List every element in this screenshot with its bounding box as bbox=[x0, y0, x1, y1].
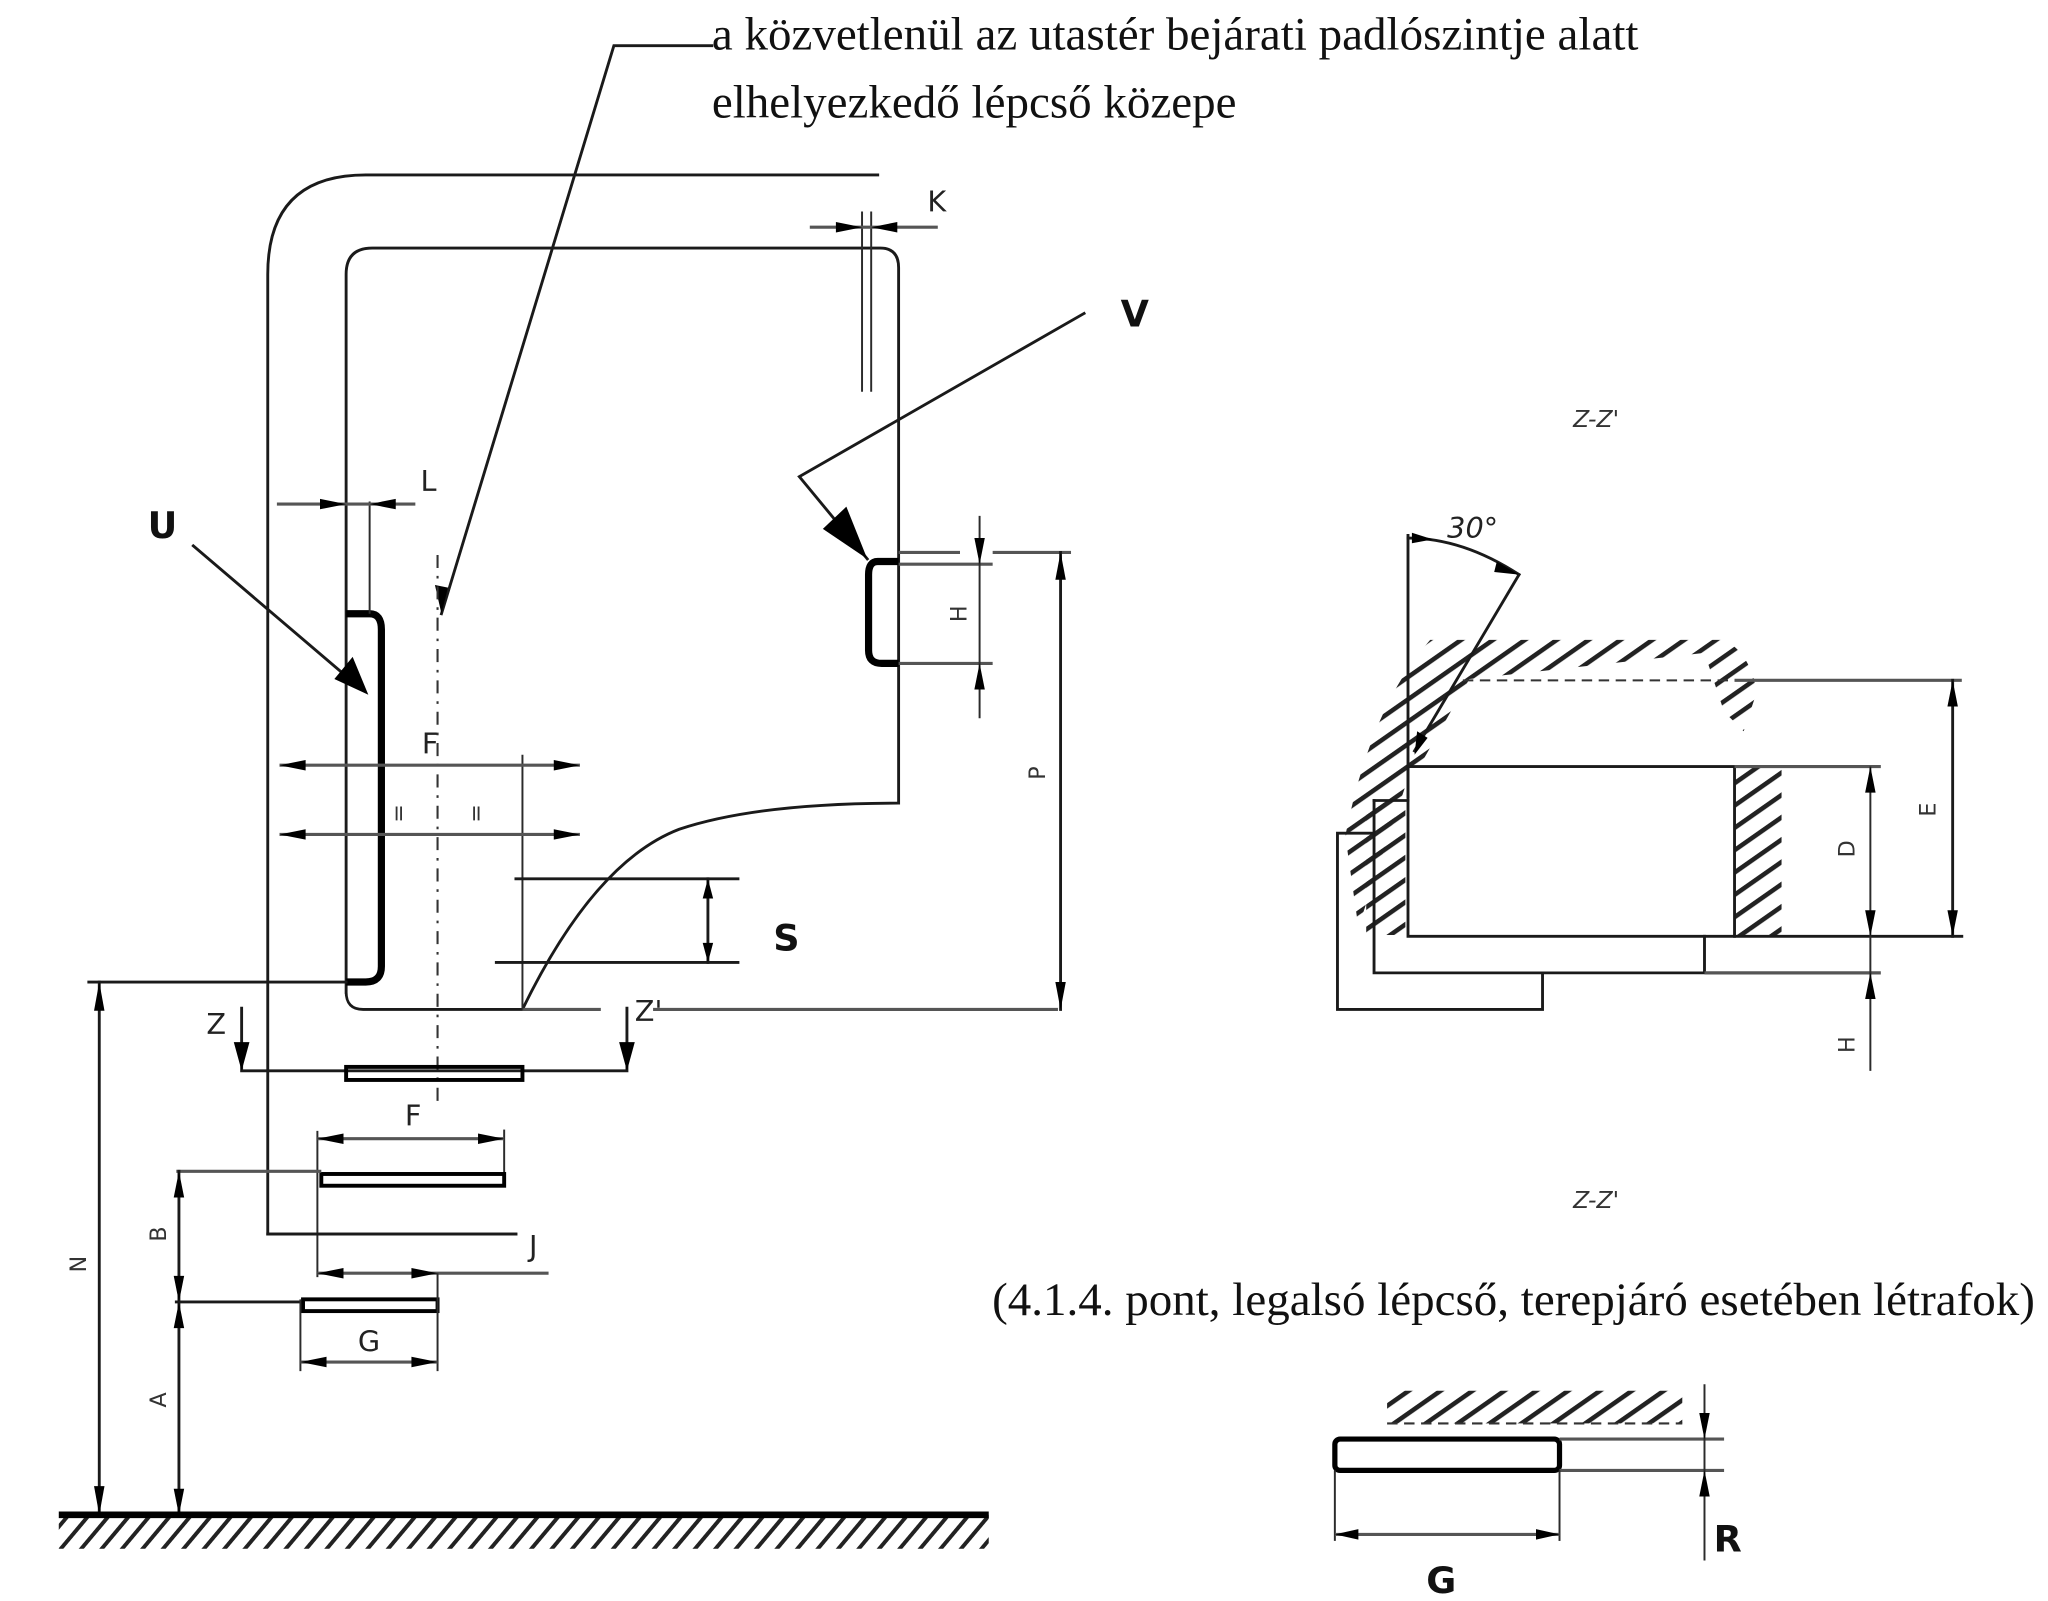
label-N: N bbox=[66, 1256, 92, 1273]
label-U: U bbox=[148, 504, 178, 547]
label-L: L bbox=[421, 464, 437, 498]
angle-label: 30° bbox=[1447, 511, 1498, 545]
label-G-side: G bbox=[358, 1325, 380, 1359]
label-Z-prime: Z' bbox=[635, 994, 663, 1028]
step-top bbox=[344, 1064, 525, 1082]
label-J: J bbox=[527, 1229, 537, 1263]
label-D: D bbox=[1835, 840, 1861, 857]
label-B: B bbox=[146, 1226, 172, 1241]
label-H-section: H bbox=[1835, 1036, 1861, 1053]
step-middle bbox=[319, 1172, 507, 1188]
dimension-L bbox=[276, 498, 416, 614]
equal-mark-left: = bbox=[386, 804, 412, 823]
label-S: S bbox=[773, 917, 799, 960]
dimension-F-upper bbox=[279, 754, 580, 1010]
handrail-V bbox=[797, 311, 1087, 667]
vehicle-body-outline bbox=[266, 173, 1058, 1236]
annotation-leader bbox=[434, 44, 714, 616]
dimension-N bbox=[87, 980, 348, 1517]
handrail-U bbox=[191, 543, 385, 986]
dimension-J bbox=[266, 1232, 549, 1279]
label-P: P bbox=[1025, 766, 1051, 779]
dimension-H-side bbox=[898, 515, 993, 719]
dimension-F-lower bbox=[316, 1129, 506, 1278]
label-Z: Z bbox=[206, 1007, 226, 1041]
dimension-S bbox=[494, 877, 740, 964]
annotation-line-2: elhelyezkedő lépcső közepe bbox=[712, 77, 1237, 129]
label-H-side: H bbox=[947, 605, 973, 622]
label-V: V bbox=[1121, 292, 1150, 335]
section-line-Z bbox=[233, 1006, 635, 1073]
step-lowest bbox=[301, 1297, 440, 1314]
ground bbox=[58, 1511, 989, 1549]
dimension-P bbox=[992, 550, 1072, 1011]
section-view-upper bbox=[1336, 532, 1964, 1071]
dimension-B-A bbox=[173, 1169, 185, 1517]
label-R: R bbox=[1714, 1517, 1742, 1560]
label-E: E bbox=[1916, 803, 1942, 817]
section-view-lower bbox=[1332, 1384, 1725, 1561]
caption: (4.1.4. pont, legalsó lépcső, terepjáró … bbox=[992, 1274, 2035, 1326]
label-A: A bbox=[146, 1392, 172, 1407]
label-K: K bbox=[927, 185, 947, 219]
annotation-line-1: a közvetlenül az utastér bejárati padlós… bbox=[712, 9, 1639, 61]
section-label-lower: Z-Z' bbox=[1572, 1186, 1619, 1214]
section-label-upper: Z-Z' bbox=[1572, 405, 1619, 433]
label-F-lower: F bbox=[405, 1099, 422, 1133]
dimension-K bbox=[809, 211, 938, 392]
label-F-upper: F bbox=[422, 726, 439, 760]
label-G-section: G bbox=[1426, 1559, 1456, 1601]
dimension-G-side bbox=[299, 1273, 439, 1372]
equal-mark-right: = bbox=[463, 804, 489, 823]
